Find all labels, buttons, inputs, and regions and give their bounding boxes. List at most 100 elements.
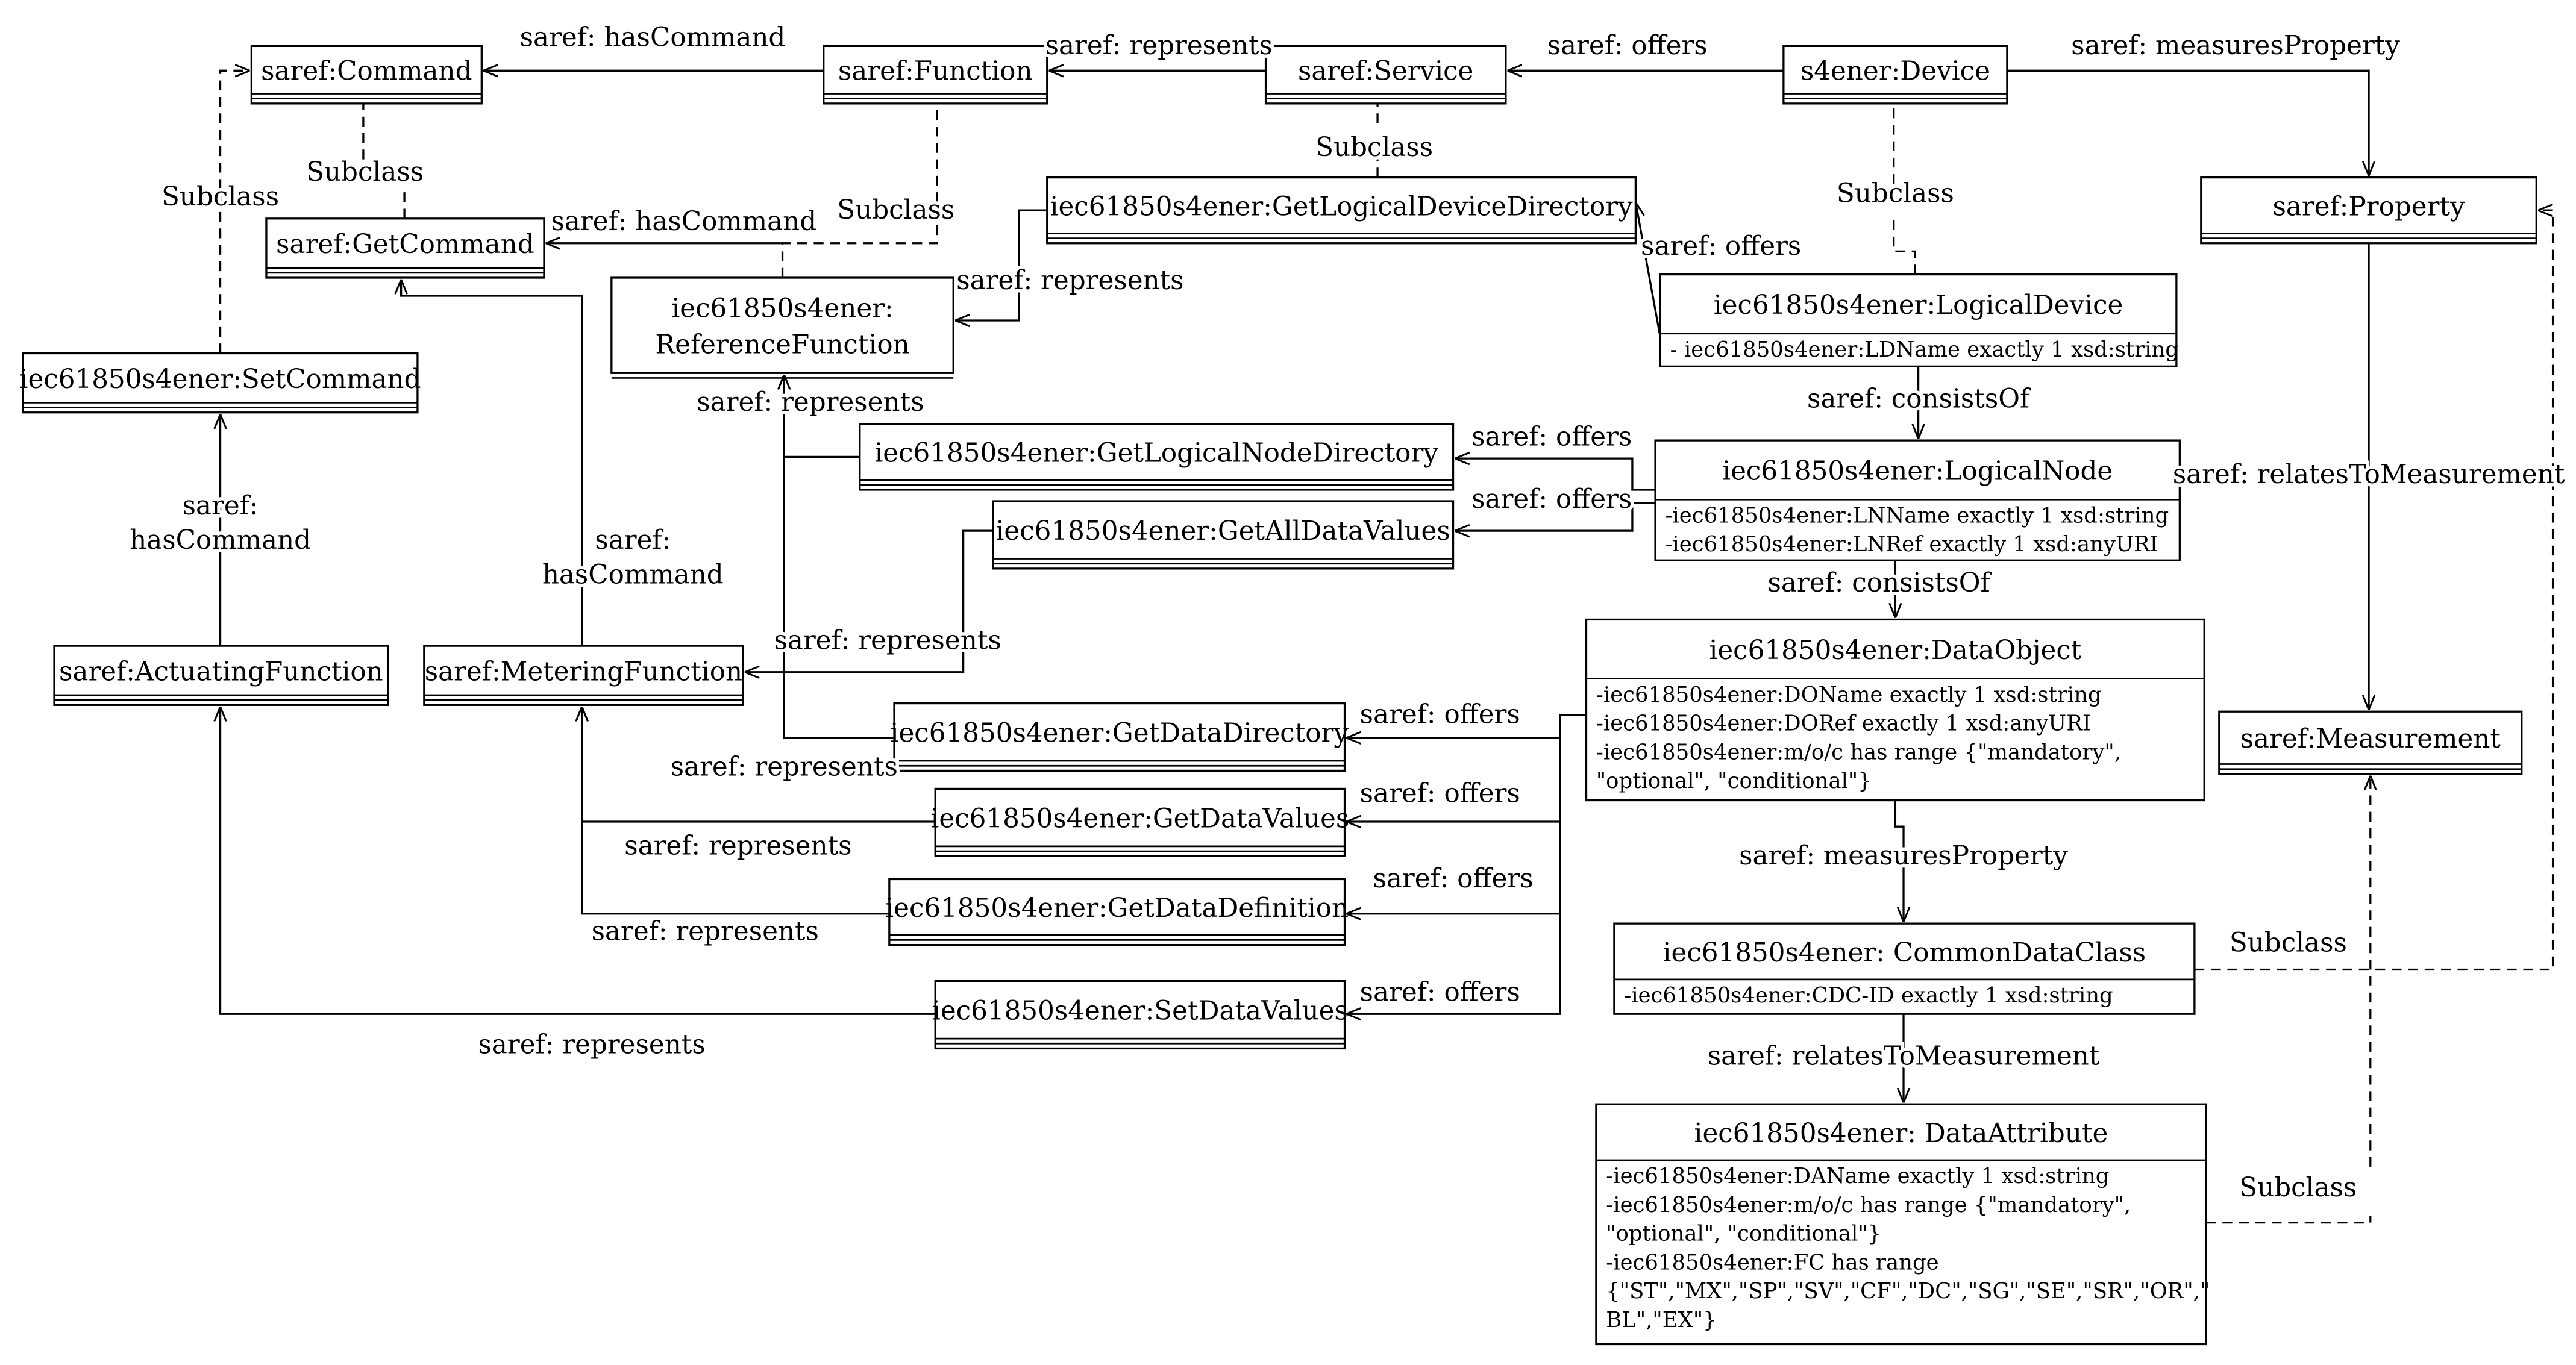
class-title: iec61850s4ener:DataObject xyxy=(1709,635,2081,666)
edge-label: saref: offers xyxy=(1547,30,1708,61)
class-box-do: iec61850s4ener:DataObject -iec61850s4ener… xyxy=(1585,618,2205,802)
association-edge xyxy=(954,209,1047,320)
class-box-ln: iec61850s4ener:LogicalNode -iec61850s4ene… xyxy=(1654,439,2181,561)
class-title: saref:Command xyxy=(261,55,472,86)
edge-label: saref: represents xyxy=(956,265,1183,296)
edge-label: saref: offers xyxy=(1360,778,1520,808)
edge-label: saref: represents xyxy=(478,1029,705,1060)
edge-label: Subclass xyxy=(2239,1172,2357,1203)
edge-label: Subclass xyxy=(306,157,424,187)
class-title: iec61850s4ener:GetAllDataValues xyxy=(995,516,1450,546)
class-title: iec61850s4ener:GetDataDefinition xyxy=(885,893,1349,923)
class-box-cdc: iec61850s4ener: CommonDataClass-iec61850… xyxy=(1613,922,2196,1015)
class-attribute: -iec61850s4ener:DORef exactly 1 xsd:anyU… xyxy=(1596,711,2091,736)
edge-label: saref: represents xyxy=(671,752,898,782)
class-box-frame xyxy=(992,500,1455,570)
edge-label: saref: represents xyxy=(1045,30,1273,61)
class-box-frame xyxy=(934,787,1346,857)
edge-e_getcmd_cmd xyxy=(363,85,406,219)
association-edge xyxy=(1346,913,1561,1014)
class-box-frame xyxy=(888,878,1346,946)
edges-layer xyxy=(219,70,2554,1224)
edge-e_getLDD_ref xyxy=(954,209,1047,320)
association-edge xyxy=(1894,800,1904,922)
association-edge xyxy=(221,707,936,1015)
edge-e_setcmd_cmd xyxy=(219,70,250,354)
subclass-edge xyxy=(219,70,250,354)
class-box-frame xyxy=(934,979,1346,1050)
association-edge xyxy=(1455,458,1656,491)
class-box-getDDef: iec61850s4ener:GetDataDefinition xyxy=(885,878,1349,946)
class-title: iec61850s4ener: DataAttribute xyxy=(1694,1118,2108,1149)
class-attribute: -iec61850s4ener:m/o/c has range {"mandat… xyxy=(1596,740,2121,764)
edge-label: hasCommand xyxy=(542,559,724,590)
class-title: saref:Measurement xyxy=(2240,723,2501,754)
class-box-frame xyxy=(859,423,1455,491)
edge-label: Subclass xyxy=(2230,928,2347,958)
class-box-frame xyxy=(893,702,1346,772)
class-box-ld: iec61850s4ener:LogicalDevice- iec61850s4… xyxy=(1659,273,2179,367)
edge-label: saref: offers xyxy=(1360,976,1520,1007)
class-title: iec61850s4ener: xyxy=(671,293,893,324)
edge-label: saref: consistsOf xyxy=(1768,567,1992,598)
class-box-frame xyxy=(1046,176,1637,245)
edge-e_getDD_ref xyxy=(784,374,895,739)
edge-e_cdc_prop xyxy=(2194,210,2554,971)
edge-label: saref: offers xyxy=(1641,231,1801,261)
subclass-edge xyxy=(1893,220,1916,275)
class-box-da: iec61850s4ener: DataAttribute -iec61850s4… xyxy=(1595,1103,2210,1346)
edge-label: saref: represents xyxy=(624,831,851,861)
class-title: saref:Function xyxy=(838,55,1033,86)
edge-label: saref: xyxy=(595,525,671,555)
edge-e_do_setDV xyxy=(1346,913,1561,1014)
class-title: iec61850s4ener:SetDataValues xyxy=(932,996,1348,1026)
edge-label: saref: offers xyxy=(1373,863,1533,894)
subclass-edge xyxy=(781,85,937,278)
edge-label: saref: measuresProperty xyxy=(1739,840,2068,871)
class-box-svc: saref:Service xyxy=(1264,45,1507,105)
edge-label: saref: hasCommand xyxy=(551,206,817,237)
edge-labels-layer: saref: hasCommand saref: represents saref:… xyxy=(127,19,2569,1207)
class-title: s4ener:Device xyxy=(1800,55,1990,86)
edge-label: Subclass xyxy=(1315,132,1433,163)
association-edge xyxy=(582,707,889,915)
class-attribute: -iec61850s4ener:LNRef exactly 1 xsd:anyU… xyxy=(1665,532,2158,557)
edge-e_ref_func xyxy=(781,85,937,278)
edge-label: Subclass xyxy=(161,181,279,212)
edge-label: saref: offers xyxy=(1360,699,1520,729)
edge-e_ld_getLDD xyxy=(1635,202,1661,337)
class-box-frame xyxy=(610,276,954,374)
class-box-meas: saref:Measurement xyxy=(2218,710,2523,775)
class-title: iec61850s4ener:SetCommand xyxy=(20,364,421,395)
class-attribute: -iec61850s4ener:CDC-ID exactly 1 xsd:str… xyxy=(1624,983,2113,1008)
association-edge xyxy=(1346,714,1587,738)
edge-e_getADV_met xyxy=(744,529,993,672)
edge-e_ln_getADV xyxy=(1455,502,1656,531)
class-title: ReferenceFunction xyxy=(655,330,909,360)
class-attribute: -iec61850s4ener:m/o/c has range {"mandat… xyxy=(1606,1193,2131,1217)
edge-label: saref: offers xyxy=(1471,421,1632,452)
edge-e_da_meas xyxy=(2205,775,2371,1224)
nodes-layer: saref:Command saref:Function saref:Service… xyxy=(20,45,2537,1346)
edge-label: saref: hasCommand xyxy=(520,22,786,52)
edge-label: saref: offers xyxy=(1471,484,1632,514)
edge-label: saref: represents xyxy=(592,916,819,946)
edge-label: saref: relatesToMeasurement xyxy=(2173,459,2565,490)
class-box-getDD: iec61850s4ener:GetDataDirectory xyxy=(891,702,1349,772)
association-edge xyxy=(1635,202,1661,337)
edge-label: saref: consistsOf xyxy=(1807,384,2031,414)
class-title: iec61850s4ener:LogicalNode xyxy=(1722,456,2113,487)
edge-label: saref: xyxy=(183,490,259,521)
edge-e_setDV_act xyxy=(221,707,936,1015)
class-title: iec61850s4ener:LogicalDevice xyxy=(1714,290,2123,320)
edge-e_do_getDD xyxy=(1346,714,1587,738)
class-title: saref:ActuatingFunction xyxy=(59,656,383,687)
class-title: saref:Service xyxy=(1298,55,1473,86)
class-title: iec61850s4ener:GetLogicalNodeDirectory xyxy=(874,438,1438,469)
class-box-frame xyxy=(1613,922,2196,1015)
edge-label: saref: represents xyxy=(697,387,924,417)
association-edge xyxy=(1455,502,1656,531)
association-edge xyxy=(401,279,583,646)
class-attribute: -iec61850s4ener:LNName exactly 1 xsd:str… xyxy=(1665,504,2169,528)
